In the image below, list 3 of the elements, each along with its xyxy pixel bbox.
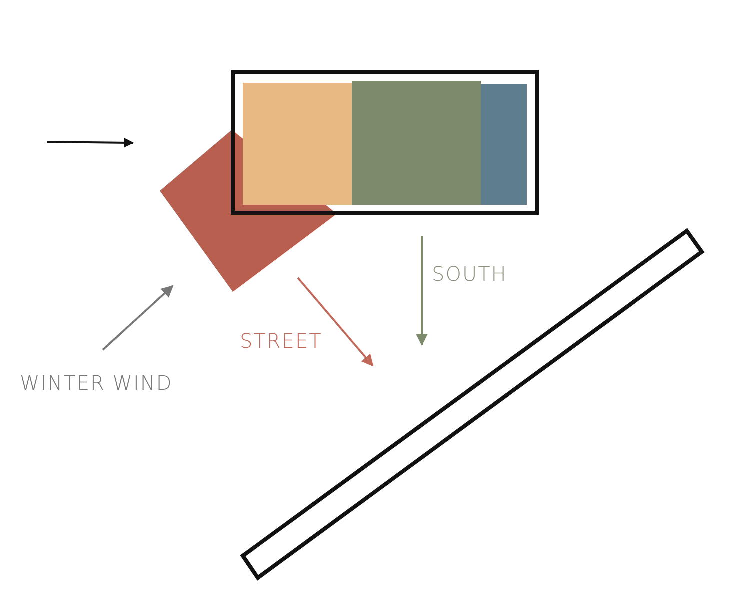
direction-label: WINTER WIND [20,371,173,395]
direction-label: SOUTH [432,262,508,286]
direction-label: STREET [240,329,322,353]
